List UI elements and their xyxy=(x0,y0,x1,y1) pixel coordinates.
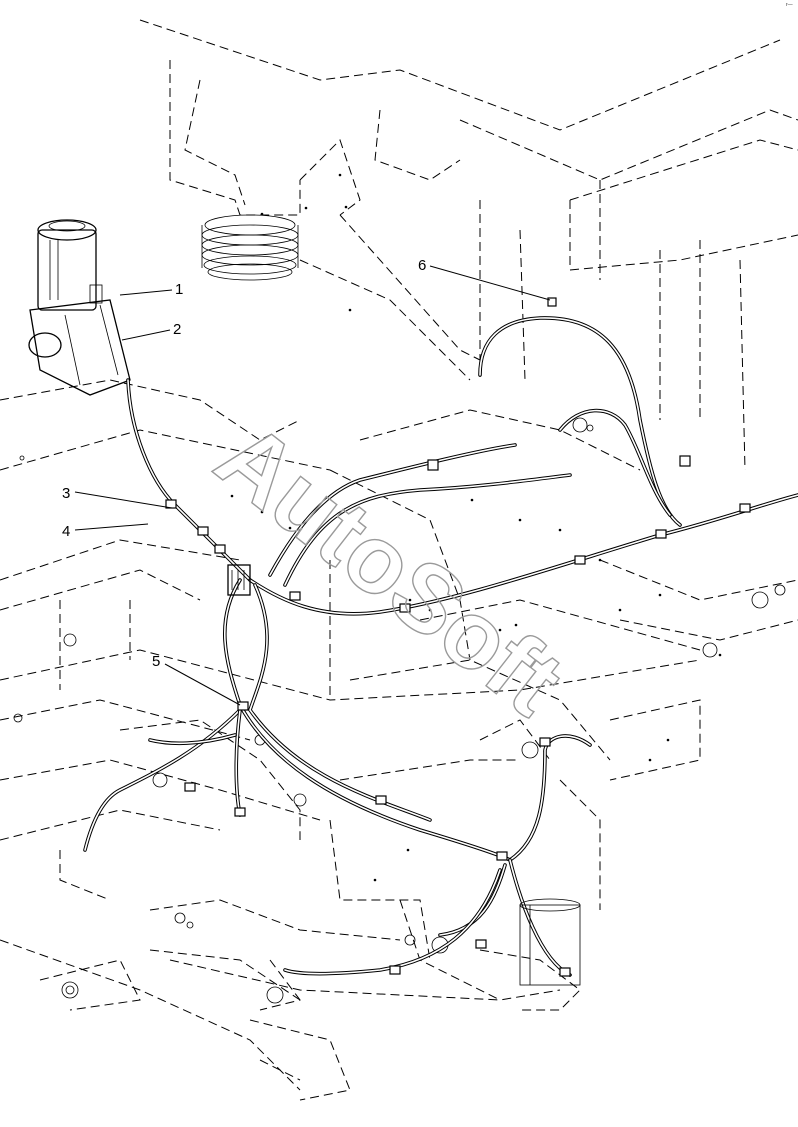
callout-6-number: 6 xyxy=(418,257,426,274)
callout-1-number: 1 xyxy=(175,281,183,298)
callout-5-number: 5 xyxy=(152,653,160,670)
fastener-dots xyxy=(230,173,722,882)
callout-3: 3 xyxy=(62,485,173,509)
callout-4: 4 xyxy=(62,523,149,540)
callout-5: 5 xyxy=(152,653,241,706)
callout-2: 2 xyxy=(121,321,181,341)
air-line-harness xyxy=(83,297,798,977)
corner-mark: r— xyxy=(786,2,793,8)
watermark: AutoSoft xyxy=(197,402,582,736)
callout-1: 1 xyxy=(119,281,183,298)
clamps xyxy=(165,297,751,977)
air-spring-bellows xyxy=(201,214,299,281)
callout-2-number: 2 xyxy=(173,321,181,338)
callout-4-number: 4 xyxy=(62,523,70,540)
callout-6: 6 xyxy=(418,257,551,301)
callout-3-number: 3 xyxy=(62,485,70,502)
compressor-motor xyxy=(28,219,131,396)
shock-absorber xyxy=(519,898,581,986)
